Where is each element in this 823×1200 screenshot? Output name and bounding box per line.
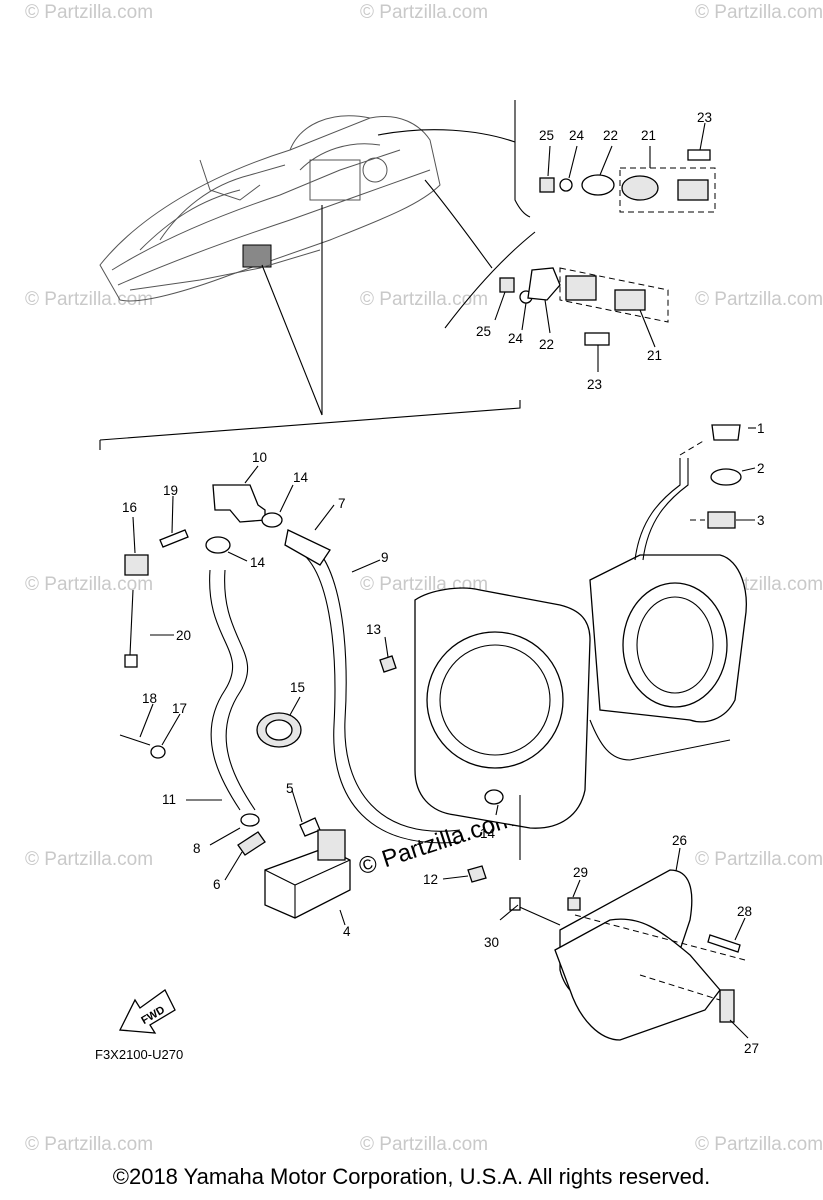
- gasket-part: [527, 267, 561, 301]
- callout-13: 13: [366, 622, 381, 637]
- callout-24: 24: [508, 331, 524, 346]
- watermark: © Partzilla.com: [25, 574, 153, 595]
- callout-23: 23: [697, 110, 712, 125]
- detail-box-upper: [514, 100, 716, 218]
- callout-17: 17: [172, 701, 187, 716]
- callout-26: 26: [672, 833, 687, 848]
- callout-14: 14: [250, 555, 266, 570]
- watermark: © Partzilla.com: [25, 2, 153, 23]
- callout-22: 22: [603, 128, 618, 143]
- watermark: © Partzilla.com: [25, 1134, 153, 1155]
- part-6: [237, 831, 266, 856]
- location-marker: [242, 244, 272, 268]
- callout-29: 29: [573, 865, 588, 880]
- part-2: [710, 468, 742, 486]
- callout-21: 21: [641, 128, 656, 143]
- part-28: [707, 934, 741, 953]
- callout-7: 7: [338, 496, 346, 511]
- callout-3: 3: [757, 513, 765, 528]
- watermark: © Partzilla.com: [695, 849, 823, 870]
- screw-part: [584, 332, 610, 346]
- watermark: © Partzilla.com: [695, 2, 823, 23]
- part-19: [159, 529, 189, 548]
- watermark: © Partzilla.com: [25, 849, 153, 870]
- part-12: [467, 865, 487, 883]
- cover-part: [614, 289, 646, 311]
- part-1: [711, 424, 741, 441]
- callout-21: 21: [647, 348, 662, 363]
- part-13: [379, 655, 397, 673]
- part-29: [567, 897, 581, 911]
- part-30: [509, 897, 521, 911]
- callout-28: 28: [737, 904, 752, 919]
- gasket-part: [581, 174, 615, 196]
- main-assembly: [119, 424, 747, 1041]
- callout-14: 14: [480, 826, 496, 841]
- part-14: [261, 512, 283, 528]
- plug-part: [565, 275, 597, 301]
- callout-15: 15: [290, 680, 305, 695]
- callout-4: 4: [343, 924, 351, 939]
- detail-box-lower: [444, 231, 669, 346]
- watermark: © Partzilla.com: [360, 289, 488, 310]
- callout-9: 9: [381, 550, 389, 565]
- callout-25: 25: [539, 128, 554, 143]
- callout-14: 14: [293, 470, 309, 485]
- callout-23: 23: [587, 377, 602, 392]
- washer-part: [559, 178, 573, 192]
- part-20: [124, 654, 138, 668]
- fwd-arrow-icon: [118, 989, 176, 1034]
- callout-labels: 1 2 3 4 5 6 7 8 9 10 11 12 13 14 14 14 1…: [122, 110, 765, 1056]
- watermark: © Partzilla.com: [695, 1134, 823, 1155]
- part-7: [284, 529, 331, 566]
- nut-part: [499, 277, 515, 293]
- callout-27: 27: [744, 1041, 759, 1056]
- plug-part: [621, 175, 659, 201]
- diagram-code: F3X2100-U270: [95, 1047, 183, 1062]
- callout-11: 11: [162, 792, 176, 807]
- watermark: © Partzilla.com: [25, 289, 153, 310]
- callout-16: 16: [122, 500, 137, 515]
- callout-6: 6: [213, 877, 221, 892]
- part-14: [484, 789, 504, 805]
- watermark: © Partzilla.com: [360, 1134, 488, 1155]
- part-3: [707, 511, 736, 529]
- callout-1: 1: [757, 421, 765, 436]
- watermark: © Partzilla.com: [695, 289, 823, 310]
- screw-part: [687, 149, 711, 161]
- nut-part: [539, 177, 555, 193]
- callout-5: 5: [286, 781, 294, 796]
- part-17: [150, 745, 166, 759]
- grill-part: [554, 918, 721, 1041]
- part-5: [299, 817, 321, 837]
- part-27: [719, 989, 735, 1023]
- overview-leaders: [99, 129, 521, 450]
- nozzle-outlet: [622, 582, 728, 708]
- pump-bore: [426, 631, 564, 769]
- callout-18: 18: [142, 691, 157, 706]
- part-10: [212, 484, 266, 523]
- callout-10: 10: [252, 450, 267, 465]
- callout-8: 8: [193, 841, 201, 856]
- fwd-arrow: FWD: [118, 989, 176, 1034]
- callout-24: 24: [569, 128, 585, 143]
- callout-19: 19: [163, 483, 178, 498]
- callout-leaders: [132, 122, 756, 1039]
- watermark: © Partzilla.com: [360, 2, 488, 23]
- watercraft-overview: [99, 115, 441, 302]
- part-16: [124, 554, 149, 576]
- callout-2: 2: [757, 461, 765, 476]
- callout-22: 22: [539, 337, 554, 352]
- cover-part: [677, 179, 709, 201]
- callout-12: 12: [423, 872, 438, 887]
- part-14: [205, 536, 231, 554]
- callout-30: 30: [484, 935, 499, 950]
- copyright-notice: ©2018 Yamaha Motor Corporation, U.S.A. A…: [112, 1164, 711, 1189]
- callout-20: 20: [176, 628, 191, 643]
- callout-25: 25: [476, 324, 491, 339]
- part-8: [240, 813, 260, 827]
